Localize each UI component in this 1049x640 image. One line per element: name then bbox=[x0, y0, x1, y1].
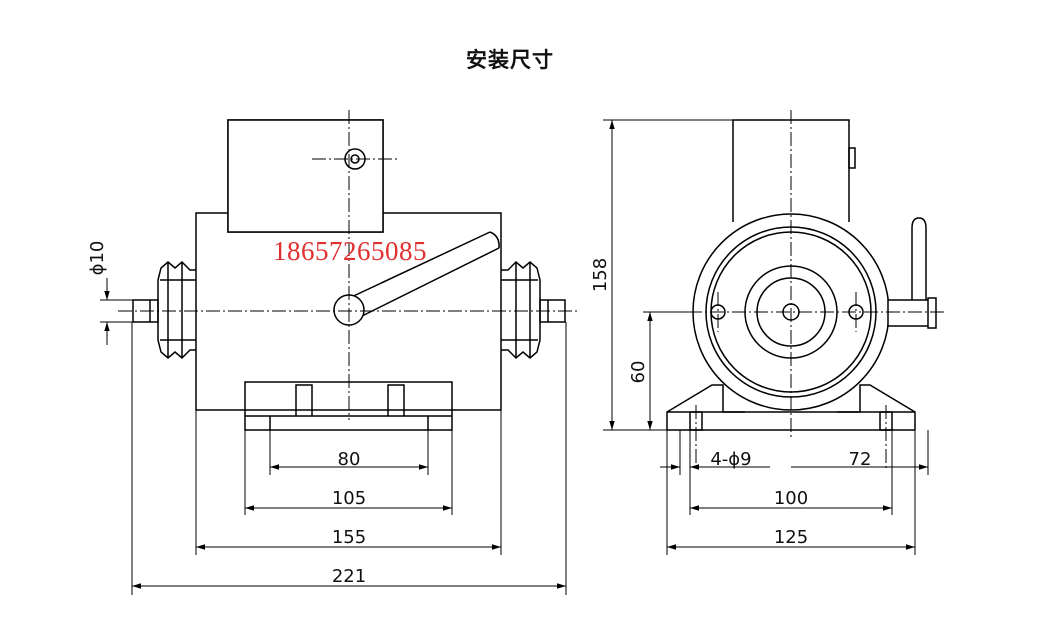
side-centerlines bbox=[688, 110, 945, 470]
right-pulley bbox=[501, 260, 566, 360]
dim-label-mount-holes: 4-ϕ9 bbox=[710, 449, 751, 470]
dim-label-100: 100 bbox=[774, 488, 808, 509]
left-pulley bbox=[132, 260, 196, 360]
drawing-title: 安装尺寸 bbox=[466, 47, 554, 72]
dim-label-80: 80 bbox=[338, 449, 361, 470]
dim-label-155: 155 bbox=[332, 527, 366, 548]
dim-label-105: 105 bbox=[332, 488, 366, 509]
dim-label-158: 158 bbox=[590, 258, 611, 292]
front-centerlines bbox=[118, 110, 578, 420]
front-dimensions bbox=[100, 278, 567, 595]
dim-label-shaft-diameter: ϕ10 bbox=[87, 241, 108, 276]
dim-label-221: 221 bbox=[332, 566, 366, 587]
dim-label-125: 125 bbox=[774, 527, 808, 548]
dim-label-72: 72 bbox=[849, 449, 872, 470]
side-handle bbox=[887, 217, 937, 329]
watermark-phone: 18657265085 bbox=[273, 236, 427, 266]
dim-label-60: 60 bbox=[628, 361, 649, 384]
side-dimensions bbox=[603, 119, 929, 555]
side-view bbox=[666, 119, 937, 431]
